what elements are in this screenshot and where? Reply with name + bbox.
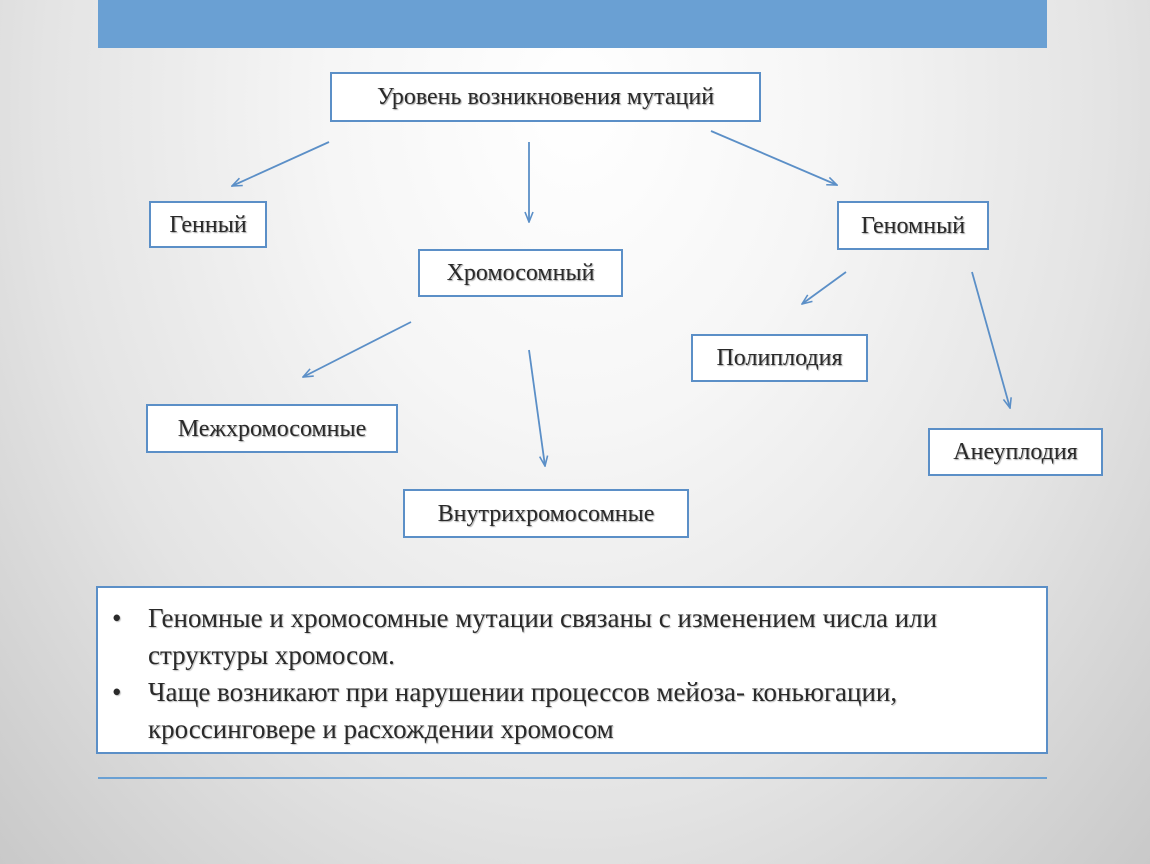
- root-node: Уровень возникновения мутаций: [330, 72, 761, 122]
- arrow-genomic-to-aneuploidy: [971, 271, 1010, 408]
- note-text: Геномные и хромосомные мутации связаны с…: [148, 603, 938, 670]
- arrow-chromosomal-to-intra: [528, 349, 545, 466]
- bullet-icon: •: [112, 677, 122, 707]
- intra-node: Внутрихромосомные: [403, 489, 689, 538]
- arrow-genomic-to-polyploidy: [802, 271, 847, 304]
- arrow-chromosomal-to-inter: [303, 321, 412, 377]
- inter-node: Межхромосомные: [146, 404, 398, 453]
- notes-box: • Геномные и хромосомные мутации связаны…: [96, 586, 1048, 754]
- gene-node: Генный: [149, 201, 267, 248]
- arrow-root-to-gene: [232, 141, 330, 186]
- note-item: • Чаще возникают при нарушении процессов…: [112, 674, 1030, 748]
- bullet-icon: •: [112, 603, 122, 633]
- notes-list: • Геномные и хромосомные мутации связаны…: [112, 600, 1030, 748]
- note-item: • Геномные и хромосомные мутации связаны…: [112, 600, 1030, 674]
- bottom-divider: [98, 777, 1047, 779]
- note-text: Чаще возникают при нарушении процессов м…: [148, 677, 898, 744]
- arrow-root-to-genomic: [710, 130, 837, 185]
- genomic-node: Геномный: [837, 201, 989, 250]
- aneuploidy-node: Анеуплодия: [928, 428, 1103, 476]
- polyploidy-node: Полиплодия: [691, 334, 868, 382]
- chromosomal-node: Хромосомный: [418, 249, 623, 297]
- title-bar: [98, 0, 1047, 48]
